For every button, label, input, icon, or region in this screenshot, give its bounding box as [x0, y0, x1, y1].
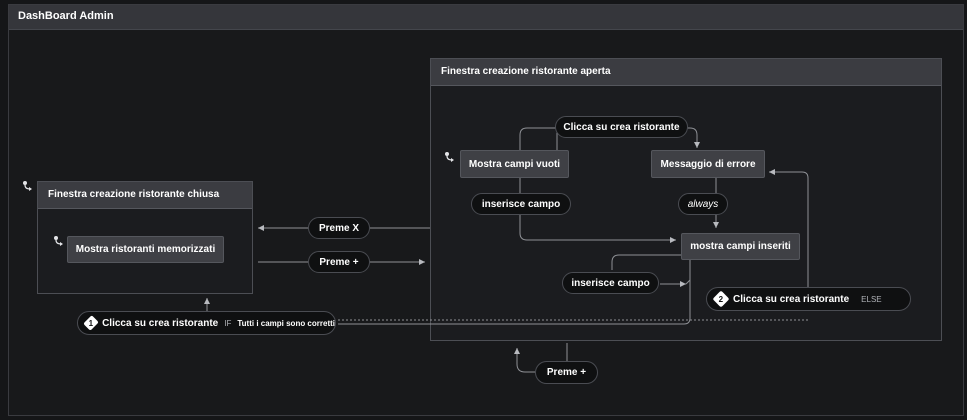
state-mostra-ristoranti[interactable]: Mostra ristoranti memorizzati: [67, 236, 224, 263]
state-window-closed-header: Finestra creazione ristorante chiusa: [38, 182, 252, 209]
state-window-open-title: Finestra creazione ristorante aperta: [441, 66, 611, 77]
edge-inserisce-1: [519, 178, 676, 243]
guard-keyword: IF: [224, 318, 232, 328]
state-messaggio-errore[interactable]: Messaggio di errore: [651, 150, 765, 178]
transition-label: Clicca su crea ristorante: [733, 293, 850, 305]
state-window-closed-title: Finestra creazione ristorante chiusa: [48, 189, 220, 200]
state-mostra-campi-inseriti[interactable]: mostra campi inseriti: [681, 233, 800, 260]
transition-clicca-crea-else[interactable]: 2 Clicca su crea ristorante ELSE: [706, 287, 911, 311]
initial-state-icon: [23, 181, 32, 191]
transition-inserisce-campo-2[interactable]: inserisce campo: [562, 272, 659, 294]
transition-preme-x[interactable]: Preme X: [308, 217, 370, 239]
root-state-title: DashBoard Admin: [18, 10, 114, 22]
initial-state-icon: [54, 236, 63, 246]
number-badge-icon: 1: [83, 315, 99, 331]
transition-inserisce-campo[interactable]: inserisce campo: [471, 193, 571, 215]
edge-clicca-2: [769, 169, 809, 300]
initial-state-icon: [445, 152, 454, 162]
transition-always[interactable]: always: [678, 193, 728, 215]
root-state-header: DashBoard Admin: [9, 5, 963, 30]
state-window-open-header: Finestra creazione ristorante aperta: [431, 59, 941, 86]
edge-clicca-1: [338, 260, 691, 325]
state-mostra-campi-vuoti[interactable]: Mostra campi vuoti: [460, 150, 569, 178]
transition-preme-plus[interactable]: Preme +: [308, 251, 370, 273]
guard-text: Tutti i campi sono corretti: [237, 318, 335, 328]
transition-preme-plus-2[interactable]: Preme +: [535, 361, 598, 384]
number-badge-icon: 2: [712, 290, 730, 308]
transition-clicca-crea-if[interactable]: 1 Clicca su crea ristorante IF Tutti i c…: [77, 311, 336, 335]
edge-inserisce-2: [685, 260, 691, 285]
guard-keyword: ELSE: [861, 294, 882, 304]
transition-label: Clicca su crea ristorante: [102, 317, 219, 329]
transition-clicca-crea[interactable]: Clicca su crea ristorante: [555, 116, 688, 138]
